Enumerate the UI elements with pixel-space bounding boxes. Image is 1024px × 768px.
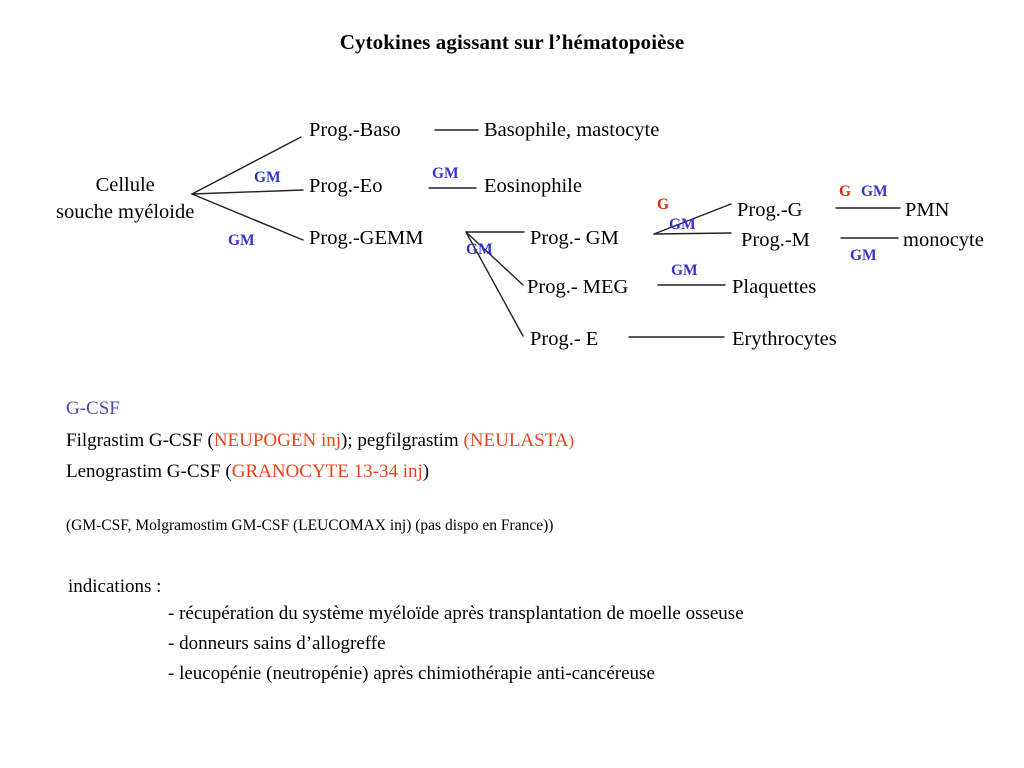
- brand-neulasta: (NEULASTA: [463, 430, 569, 451]
- node-monocyte: monocyte: [903, 229, 984, 251]
- node-cellule-line2: souche myéloide: [56, 201, 195, 223]
- node-prog-g: Prog.-G: [737, 199, 803, 221]
- gcsf-heading: G-CSF: [66, 398, 120, 419]
- cytokine-label-gm-root-lower: GM: [228, 232, 255, 249]
- cytokine-label-gm-gm-split: GM: [669, 216, 696, 233]
- cytokine-label-gm-root-upper: GM: [254, 169, 281, 186]
- filgrastim-text-2: ); pegfilgrastim: [341, 430, 464, 451]
- line-lenograstim: Lenograstim G-CSF (GRANOCYTE 13-34 inj): [66, 462, 429, 481]
- page-title: Cytokines agissant sur l’hématopoièse: [339, 30, 685, 54]
- connector-gemm-to-meg: [465, 231, 524, 286]
- node-eosinophile: Eosinophile: [484, 175, 582, 197]
- filgrastim-text-1: Filgrastim G-CSF (: [66, 430, 214, 451]
- cytokine-label-gm-gemm: GM: [466, 241, 493, 258]
- node-pmn: PMN: [905, 199, 950, 221]
- brand-granocyte: GRANOCYTE 13-34 inj: [231, 461, 423, 482]
- lenograstim-text-2: ): [422, 461, 430, 482]
- node-cellule-souche-myeloide: Cellule souche myéloide: [56, 172, 194, 226]
- indication-item-2: - donneurs sains d’allogreffe: [168, 633, 386, 654]
- line-filgrastim: Filgrastim G-CSF (NEUPOGEN inj); pegfilg…: [66, 431, 574, 450]
- connector-root-to-eo: [191, 189, 304, 195]
- node-prog-m: Prog.-M: [741, 229, 810, 251]
- node-prog-meg: Prog.- MEG: [527, 276, 629, 298]
- line-gmcsf-note: (GM-CSF, Molgramostim GM-CSF (LEUCOMAX i…: [66, 517, 554, 534]
- node-basophile-mastocyte: Basophile, mastocyte: [484, 119, 660, 141]
- connector-root-to-baso: [191, 136, 302, 195]
- connector-gm-to-progm: [653, 232, 732, 235]
- cytokine-label-gm-meg: GM: [671, 262, 698, 279]
- cytokine-label-gm-eosinophile: GM: [432, 165, 459, 182]
- indications-heading: indications :: [68, 576, 162, 597]
- node-prog-gemm: Prog.-GEMM: [309, 227, 424, 249]
- node-prog-e: Prog.- E: [530, 328, 599, 350]
- lenograstim-text-1: Lenograstim G-CSF (: [66, 461, 232, 482]
- cytokine-label-gm-pmn: GM: [861, 183, 888, 200]
- cytokine-label-g-gm-split: G: [657, 196, 670, 213]
- node-prog-eo: Prog.-Eo: [309, 175, 383, 197]
- brand-neupogen: NEUPOGEN inj: [213, 430, 342, 451]
- cytokine-label-g-pmn: G: [839, 183, 852, 200]
- brand-neulasta-close-paren: ): [568, 431, 575, 450]
- cytokine-label-gm-monocyte: GM: [850, 247, 877, 264]
- indication-item-3: - leucopénie (neutropénie) après chimiot…: [168, 663, 655, 684]
- indication-item-1: - récupération du système myéloïde après…: [168, 603, 744, 624]
- node-prog-baso: Prog.-Baso: [309, 119, 401, 141]
- node-erythrocytes: Erythrocytes: [732, 328, 837, 350]
- node-cellule-line1: Cellule: [95, 174, 155, 196]
- node-prog-gm: Prog.- GM: [530, 227, 619, 249]
- node-plaquettes: Plaquettes: [732, 276, 817, 298]
